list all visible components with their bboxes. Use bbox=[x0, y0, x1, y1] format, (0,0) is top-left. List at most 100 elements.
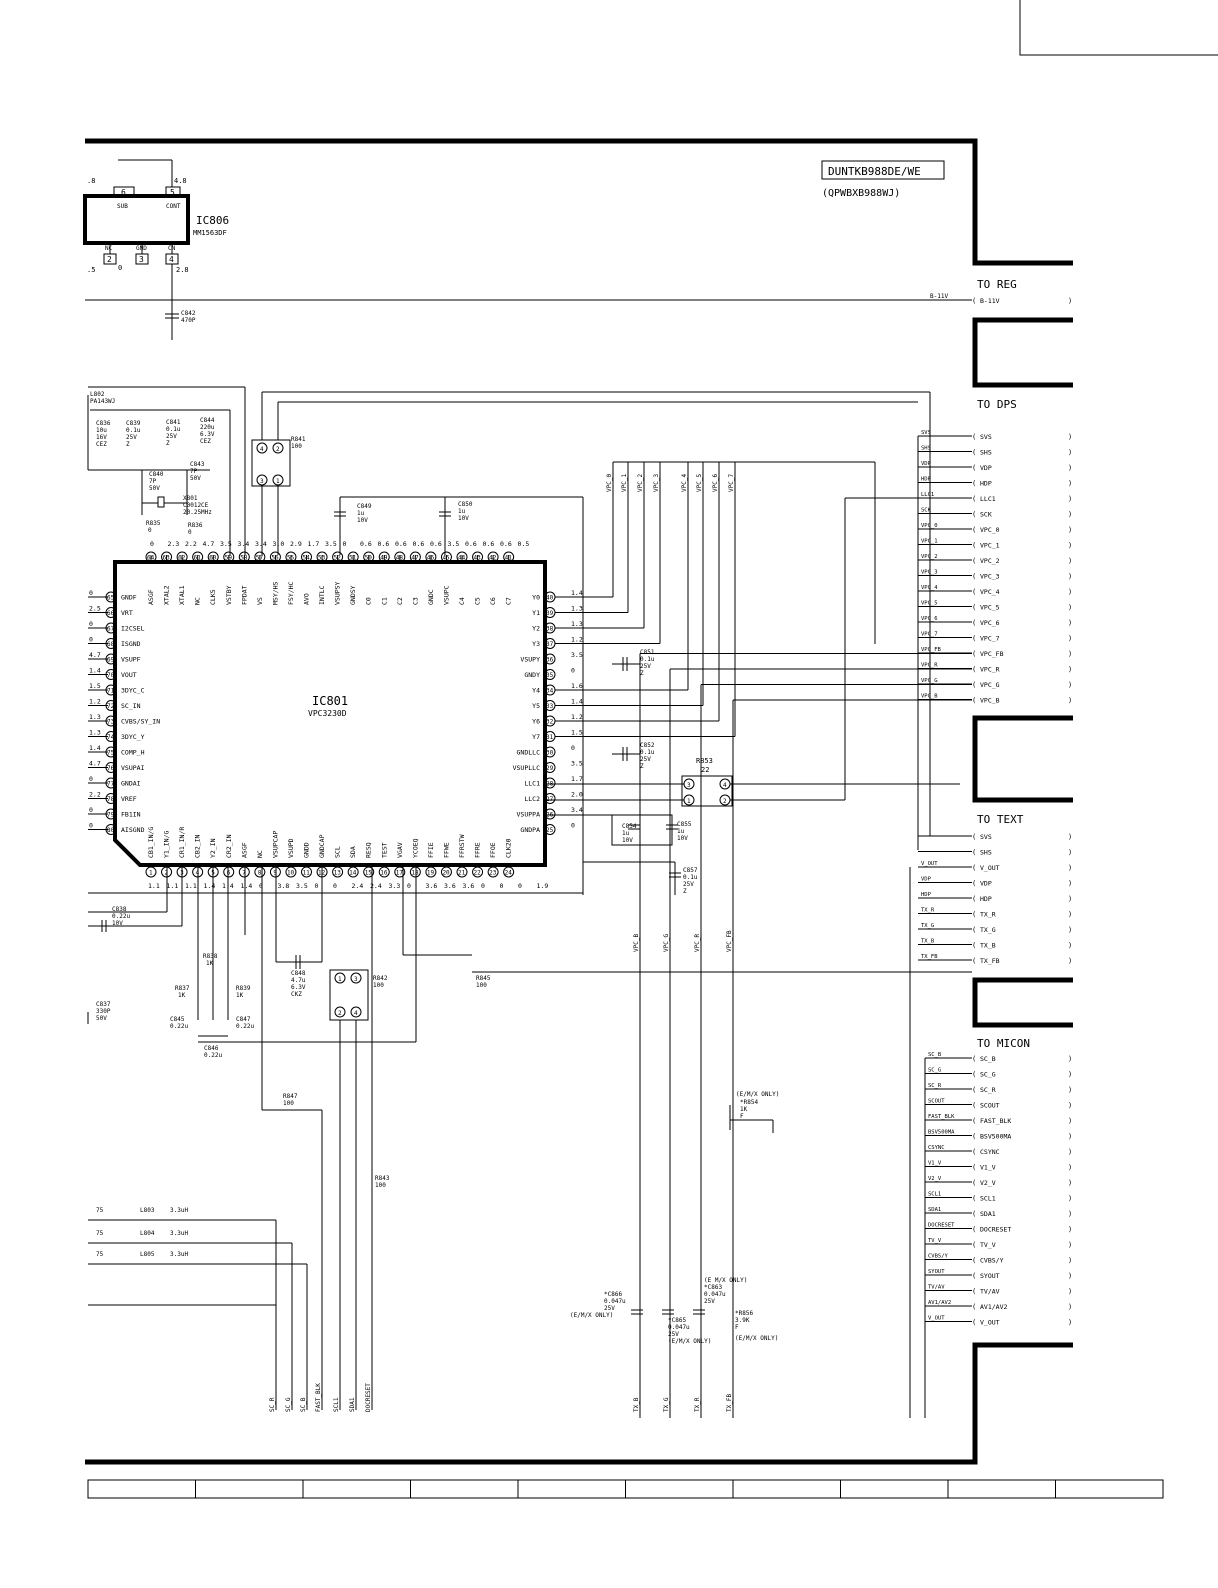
svg-text:50V: 50V bbox=[96, 1015, 107, 1022]
pin-71 bbox=[105, 684, 117, 696]
svg-text:C844: C844 bbox=[200, 417, 215, 424]
voltage: 3.5 bbox=[571, 651, 583, 659]
connector-pin: TX_B bbox=[980, 942, 996, 950]
pin-name: SC_IN bbox=[121, 702, 141, 710]
pin-name: C5 bbox=[474, 597, 482, 605]
svg-text:C848: C848 bbox=[291, 970, 306, 977]
pin-number: 75 bbox=[107, 750, 115, 757]
pin-66 bbox=[105, 607, 117, 618]
pin-name: CR2_IN bbox=[225, 834, 233, 858]
pin-name: ASGF bbox=[240, 842, 248, 858]
connector-bracket: ) bbox=[1068, 495, 1072, 503]
voltage: 2.2 bbox=[89, 791, 101, 799]
svg-text:4: 4 bbox=[260, 446, 264, 453]
pin-name: LLC2 bbox=[524, 795, 540, 803]
wire-label: V_OUT bbox=[921, 861, 938, 867]
svg-text:0.1u: 0.1u bbox=[166, 426, 181, 433]
svg-text:.8: .8 bbox=[87, 177, 95, 185]
pin-number: 29 bbox=[546, 765, 554, 772]
svg-text:3.3uH: 3.3uH bbox=[170, 1251, 188, 1258]
wire-label: VPC_1 bbox=[921, 539, 938, 545]
pin-47 bbox=[409, 551, 421, 563]
voltage: 0 bbox=[259, 882, 263, 890]
connector-bracket: ) bbox=[1068, 433, 1072, 441]
pin-number: 31 bbox=[546, 734, 554, 741]
svg-text:R845: R845 bbox=[476, 975, 491, 982]
voltage: 0 bbox=[333, 882, 337, 890]
connector-pin: SC_R bbox=[980, 1086, 996, 1094]
svg-text:R841: R841 bbox=[291, 436, 306, 443]
pin-number: 18 bbox=[411, 870, 419, 877]
pin-number: 47 bbox=[411, 555, 419, 562]
voltage: 0 bbox=[89, 620, 93, 628]
connector-bracket: ( bbox=[972, 942, 976, 950]
svg-text:R843: R843 bbox=[375, 1175, 390, 1182]
svg-text:0.047u: 0.047u bbox=[704, 1291, 726, 1298]
voltage: 0 bbox=[571, 822, 575, 830]
pin-name: FFRSTW bbox=[458, 834, 466, 858]
pin-51 bbox=[347, 551, 359, 563]
pin-60 bbox=[207, 551, 219, 563]
pin-name: MSY/HS bbox=[271, 581, 279, 605]
pin-46 bbox=[425, 551, 437, 563]
connector-bracket: ( bbox=[972, 650, 976, 658]
wire-label: SDA1 bbox=[928, 1207, 941, 1213]
voltage: 3.3 bbox=[389, 882, 401, 890]
voltage: 1.7 bbox=[308, 540, 320, 548]
connector-pin: SC_B bbox=[980, 1055, 996, 1063]
voltage: 3.4 bbox=[255, 540, 267, 548]
connector-bracket: ) bbox=[1068, 604, 1072, 612]
pin-number: 60 bbox=[209, 555, 217, 562]
rgb-label: VPC_B bbox=[633, 934, 640, 952]
voltage: 4.7 bbox=[89, 651, 101, 659]
pin-number: 17 bbox=[396, 870, 404, 877]
wire-label: V2_V bbox=[928, 1176, 942, 1182]
pin-number: 10 bbox=[287, 870, 295, 877]
svg-text:R847: R847 bbox=[283, 1093, 298, 1100]
wire-label: V1_V bbox=[928, 1161, 942, 1167]
net-label: TX_B bbox=[633, 1397, 640, 1412]
pin-number: 56 bbox=[271, 555, 279, 562]
wire-label: SYOUT bbox=[928, 1269, 945, 1275]
connector-bracket: ) bbox=[1068, 511, 1072, 519]
svg-text:220u: 220u bbox=[200, 424, 215, 431]
wire-label: HDP bbox=[921, 892, 932, 898]
voltage: 1.6 bbox=[571, 682, 583, 690]
pin-name: VSUPLLC bbox=[513, 764, 540, 772]
pin-75 bbox=[105, 746, 117, 758]
svg-text:2: 2 bbox=[723, 798, 727, 805]
svg-text:25V: 25V bbox=[126, 434, 137, 441]
pin-number: 21 bbox=[458, 870, 466, 877]
connector-bracket: ) bbox=[1068, 1148, 1072, 1156]
voltage: 0 bbox=[500, 882, 504, 890]
wire-label: TX_FB bbox=[921, 954, 938, 960]
voltage: 3.4 bbox=[571, 806, 583, 814]
connector-bracket: ) bbox=[1068, 666, 1072, 674]
pin-64 bbox=[145, 551, 157, 563]
voltage: 3.5 bbox=[571, 760, 583, 768]
svg-text:1u: 1u bbox=[622, 830, 630, 837]
rgb-label: VPC_R bbox=[694, 934, 701, 952]
pin-name: C3 bbox=[411, 597, 419, 605]
voltage: 0.5 bbox=[518, 540, 530, 548]
pin-name: GNDAI bbox=[121, 780, 141, 788]
pin-54 bbox=[301, 551, 312, 563]
connector-bracket: ) bbox=[1068, 681, 1072, 689]
option-components: (E/M/X ONLY) *R854 1K F *C866 0.047u 25V… bbox=[570, 1091, 779, 1345]
pin-name: NC bbox=[194, 597, 202, 605]
pin-number: 13 bbox=[334, 870, 342, 877]
pin-name: VREF bbox=[121, 795, 137, 803]
connector-bracket: ( bbox=[972, 1179, 976, 1187]
svg-text:*R856: *R856 bbox=[735, 1310, 753, 1317]
voltage: 1.2 bbox=[571, 713, 583, 721]
voltage: 2.4 bbox=[370, 882, 382, 890]
svg-text:R853: R853 bbox=[696, 757, 713, 765]
svg-text:C851: C851 bbox=[640, 649, 655, 656]
pin-73 bbox=[105, 715, 117, 727]
vpc-label: VPC_0 bbox=[606, 474, 613, 492]
pin-58 bbox=[238, 551, 250, 563]
svg-text:25V: 25V bbox=[704, 1298, 715, 1305]
connector-bracket: ( bbox=[972, 1055, 976, 1063]
pin-number: 79 bbox=[107, 812, 115, 819]
svg-text:C836: C836 bbox=[96, 420, 111, 427]
